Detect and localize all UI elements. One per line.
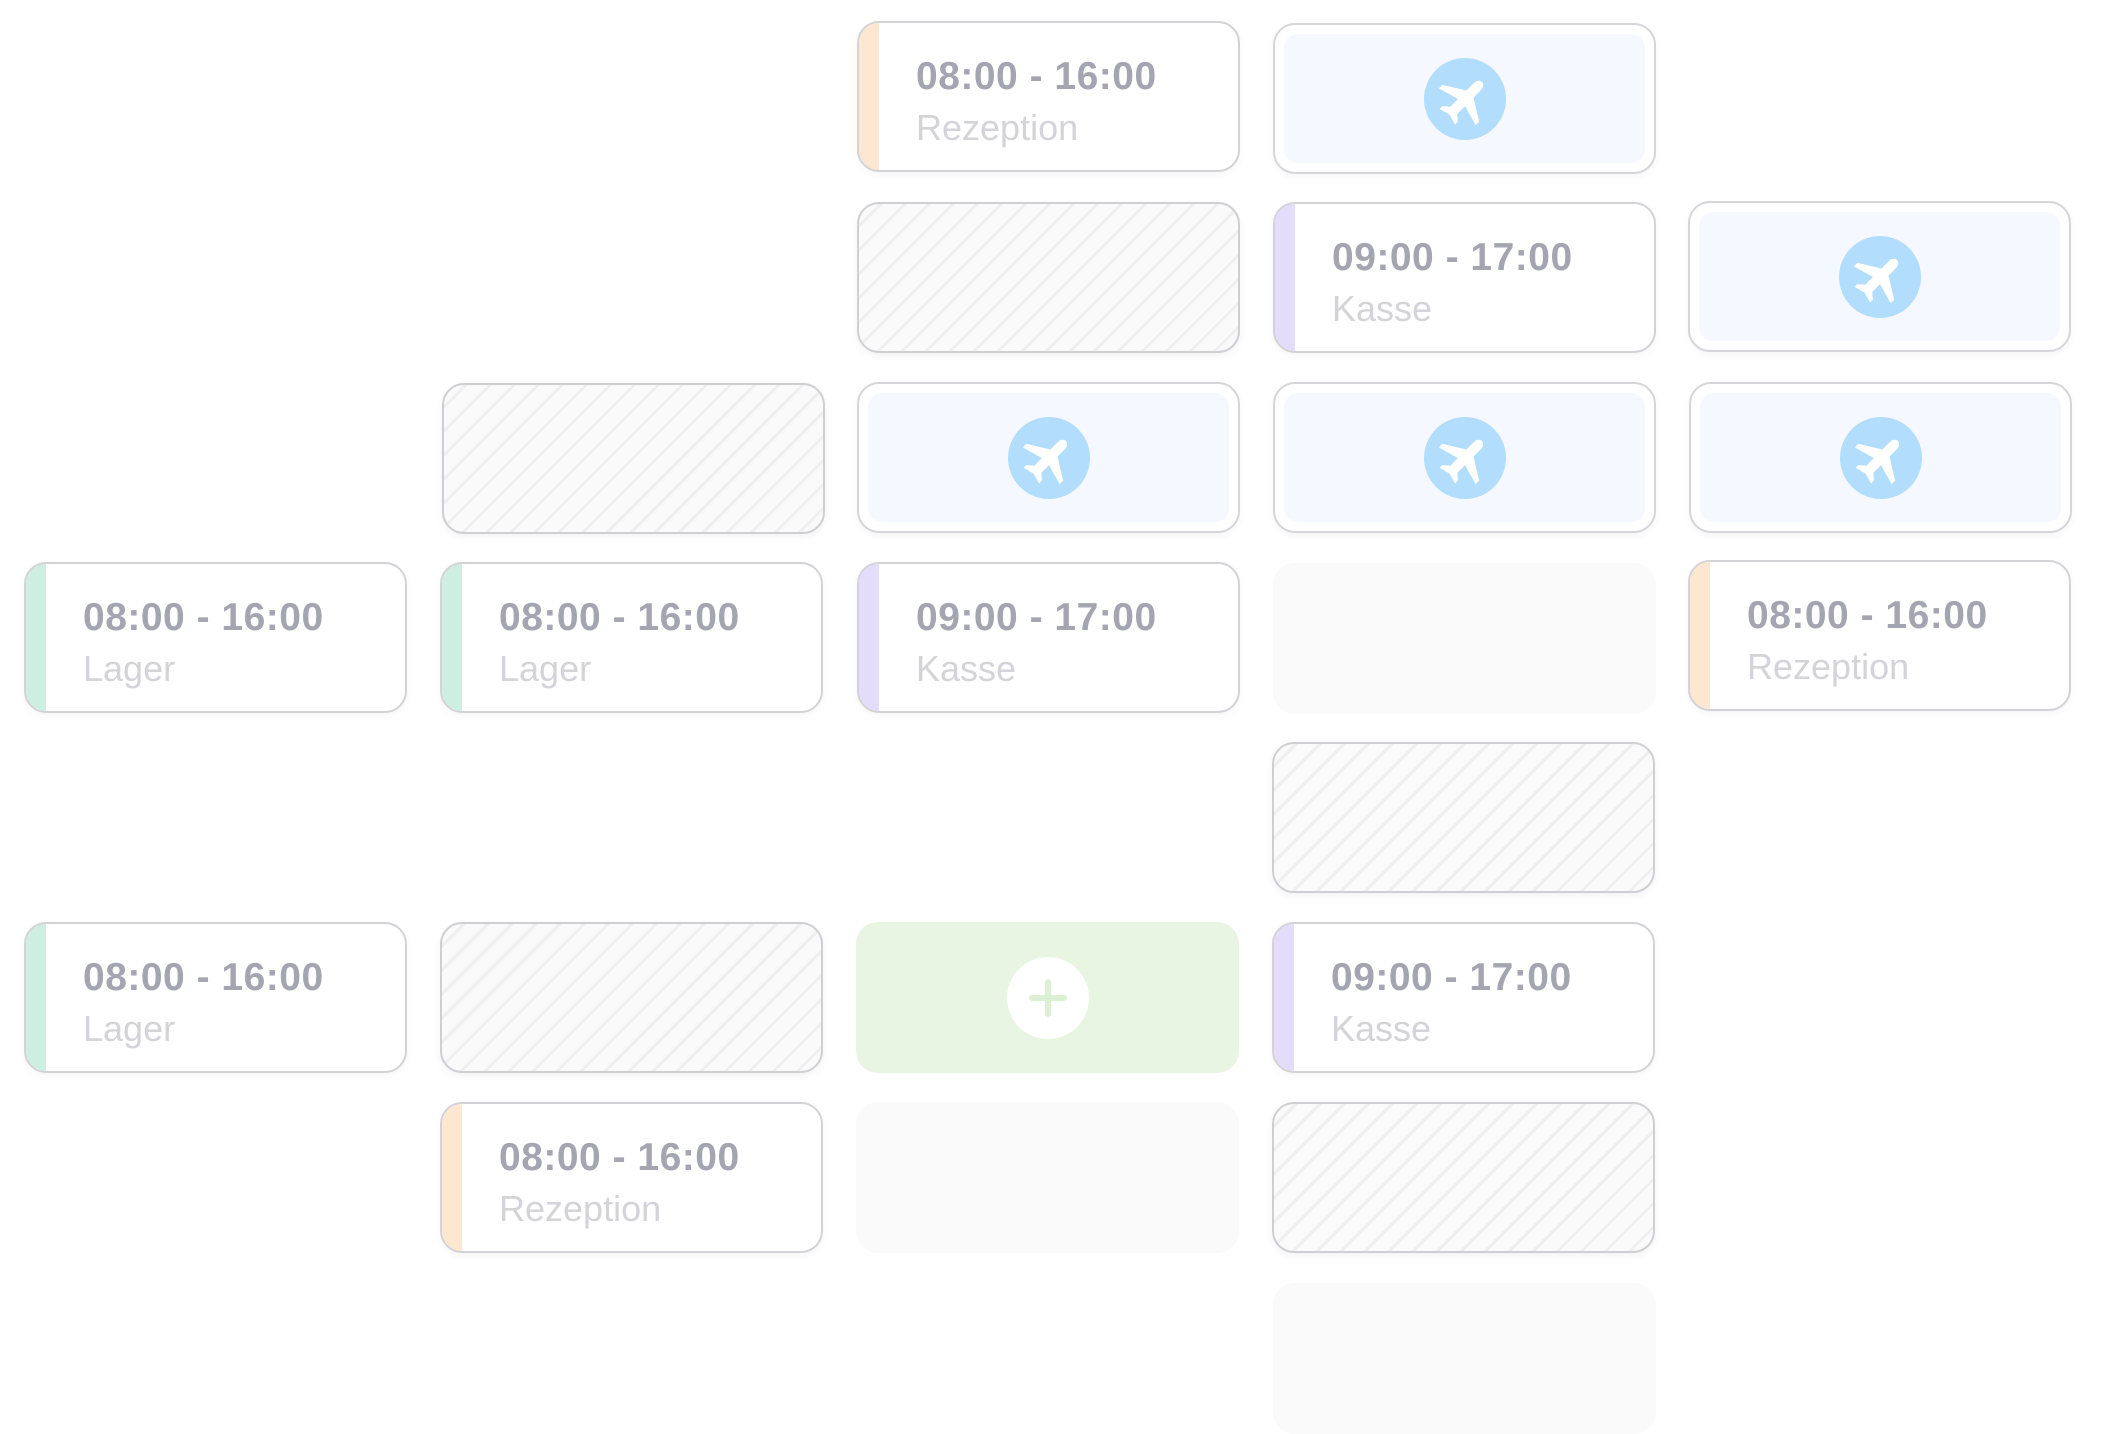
unavailable-slot	[857, 202, 1240, 353]
unavailable-slot	[1272, 742, 1655, 893]
shift-card[interactable]: 09:00 - 17:00 Kasse	[1272, 922, 1655, 1073]
vacation-card[interactable]	[1273, 23, 1656, 174]
vacation-card[interactable]	[857, 382, 1240, 533]
role-color-stripe	[442, 564, 462, 711]
role-color-stripe	[26, 564, 46, 711]
empty-slot[interactable]	[856, 1102, 1239, 1253]
empty-slot[interactable]	[1273, 1283, 1656, 1434]
shift-time: 08:00 - 16:00	[1747, 594, 1988, 637]
empty-slot[interactable]	[1273, 563, 1656, 714]
shift-card[interactable]: 08:00 - 16:00 Rezeption	[1688, 560, 2071, 711]
shift-card[interactable]: 08:00 - 16:00 Rezeption	[440, 1102, 823, 1253]
vacation-card[interactable]	[1688, 201, 2071, 352]
add-shift-button[interactable]	[856, 922, 1239, 1073]
airplane-icon	[1424, 58, 1506, 140]
shift-time: 09:00 - 17:00	[1332, 236, 1573, 279]
shift-card[interactable]: 08:00 - 16:00 Lager	[24, 562, 407, 713]
shift-card[interactable]: 09:00 - 17:00 Kasse	[1273, 202, 1656, 353]
shift-time: 09:00 - 17:00	[1331, 956, 1572, 999]
shift-time: 09:00 - 17:00	[916, 596, 1157, 639]
airplane-icon	[1840, 417, 1922, 499]
role-color-stripe	[26, 924, 46, 1071]
unavailable-slot	[1272, 1102, 1655, 1253]
shift-role: Rezeption	[1747, 646, 1910, 687]
shift-time: 08:00 - 16:00	[83, 956, 324, 999]
airplane-icon	[1839, 236, 1921, 318]
shift-role: Kasse	[1332, 288, 1433, 329]
shift-role: Lager	[499, 648, 592, 689]
shift-time: 08:00 - 16:00	[499, 596, 740, 639]
shift-time: 08:00 - 16:00	[83, 596, 324, 639]
role-color-stripe	[1274, 924, 1294, 1071]
airplane-icon	[1424, 417, 1506, 499]
vacation-card[interactable]	[1689, 382, 2072, 533]
unavailable-slot	[440, 922, 823, 1073]
role-color-stripe	[859, 564, 879, 711]
shift-card[interactable]: 09:00 - 17:00 Kasse	[857, 562, 1240, 713]
shift-role: Lager	[83, 648, 176, 689]
vacation-card[interactable]	[1273, 382, 1656, 533]
shift-role: Lager	[83, 1008, 176, 1049]
role-color-stripe	[1275, 204, 1295, 351]
shift-card[interactable]: 08:00 - 16:00 Lager	[24, 922, 407, 1073]
shift-role: Kasse	[916, 648, 1017, 689]
shift-time: 08:00 - 16:00	[916, 55, 1157, 98]
shift-card[interactable]: 08:00 - 16:00 Lager	[440, 562, 823, 713]
shift-role: Rezeption	[916, 107, 1079, 148]
shift-role: Rezeption	[499, 1188, 662, 1229]
plus-icon	[1006, 956, 1089, 1039]
unavailable-slot	[442, 383, 825, 534]
shift-role: Kasse	[1331, 1008, 1432, 1049]
shift-time: 08:00 - 16:00	[499, 1136, 740, 1179]
role-color-stripe	[859, 23, 879, 170]
role-color-stripe	[442, 1104, 462, 1251]
airplane-icon	[1008, 417, 1090, 499]
role-color-stripe	[1690, 562, 1710, 709]
shift-card[interactable]: 08:00 - 16:00 Rezeption	[857, 21, 1240, 172]
